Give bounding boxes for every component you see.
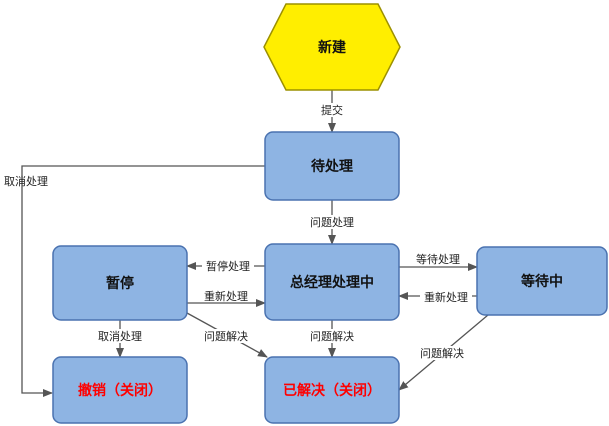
label-pause-handle: 暂停处理 (206, 259, 250, 273)
label-reprocess-left: 重新处理 (204, 289, 248, 303)
label-issue-handle: 问题处理 (310, 216, 354, 229)
node-paused-label: 暂停 (106, 275, 134, 292)
node-new-shape (263, 3, 401, 91)
label-resolve-right: 问题解决 (420, 346, 464, 360)
node-processing-label: 总经理处理中 (290, 274, 374, 291)
node-resolved-label: 已解决（关闭） (283, 382, 381, 399)
edge-pending-to-revoked (21, 165, 265, 397)
node-paused-shape (52, 245, 188, 321)
nodes: 新建 待处理 暂停 总经理处理中 等待中 撤销（关闭） 已解决（关闭） (52, 3, 608, 424)
node-processing-shape (264, 243, 400, 321)
node-resolved-shape (264, 356, 400, 424)
label-submit: 提交 (321, 103, 343, 117)
node-waiting-shape (476, 246, 608, 316)
node-waiting-label: 等待中 (521, 273, 563, 290)
node-revoked-label: 撤销（关闭） (78, 382, 162, 399)
label-cancel-top: 取消处理 (4, 174, 48, 188)
label-cancel-mid: 取消处理 (98, 329, 142, 343)
label-reprocess-right: 重新处理 (424, 290, 468, 304)
edge-labels: 提交 问题处理 暂停处理 重新处理 等待处理 重新处理 取消处理 取消处理 问题… (4, 103, 472, 360)
node-revoked-shape (52, 356, 188, 424)
node-new-label: 新建 (318, 39, 346, 56)
label-wait-handle: 等待处理 (416, 252, 460, 266)
label-resolve-mid: 问题解决 (310, 329, 354, 343)
node-pending-shape (264, 131, 400, 201)
label-resolve-left: 问题解决 (204, 329, 248, 343)
node-pending-label: 待处理 (311, 158, 353, 175)
